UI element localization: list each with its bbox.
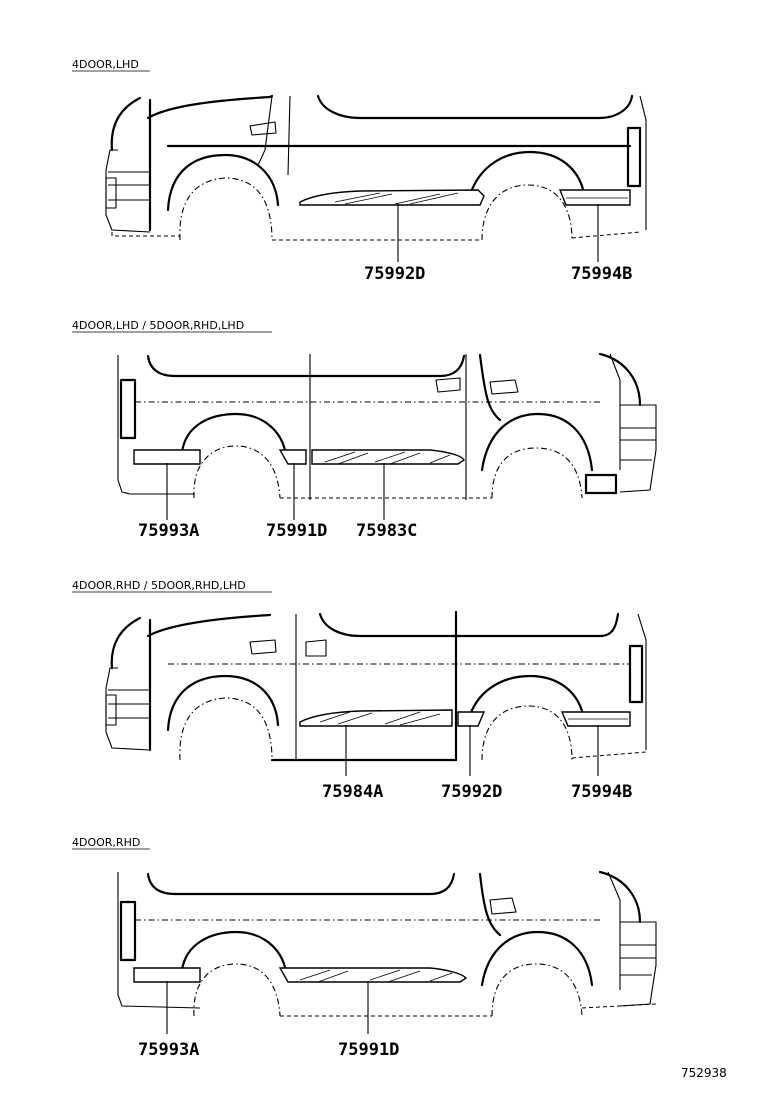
part-label-75992D-1[interactable]: 75992D xyxy=(364,264,425,284)
part-label-75984A-3[interactable]: 75984A xyxy=(322,782,383,802)
section-1-title: 4DOOR,LHD xyxy=(72,58,139,71)
section-2: 4DOOR,LHD / 5DOOR,RHD,LHD xyxy=(72,319,657,541)
van-side-view-3 xyxy=(105,610,647,762)
part-label-75993A-4[interactable]: 75993A xyxy=(138,1040,199,1060)
van-side-view-1 xyxy=(105,94,647,241)
diagram-reference-code: 752938 xyxy=(681,1066,727,1080)
part-label-75993A-2[interactable]: 75993A xyxy=(138,521,199,541)
section-3: 4DOOR,RHD / 5DOOR,RHD,LHD xyxy=(72,579,647,802)
part-label-75992D-3[interactable]: 75992D xyxy=(441,782,502,802)
part-label-75994B-1[interactable]: 75994B xyxy=(571,264,632,284)
part-label-75994B-3[interactable]: 75994B xyxy=(571,782,632,802)
part-label-75991D-2[interactable]: 75991D xyxy=(266,521,327,541)
part-label-75983C-2[interactable]: 75983C xyxy=(356,521,417,541)
section-1: 4DOOR,LHD xyxy=(72,58,647,284)
section-4: 4DOOR,RHD xyxy=(72,836,657,1060)
section-3-title: 4DOOR,RHD / 5DOOR,RHD,LHD xyxy=(72,579,246,592)
section-4-title: 4DOOR,RHD xyxy=(72,836,140,849)
van-side-view-2 xyxy=(117,352,657,500)
part-label-75991D-4[interactable]: 75991D xyxy=(338,1040,399,1060)
van-side-view-4 xyxy=(117,870,657,1017)
section-2-title: 4DOOR,LHD / 5DOOR,RHD,LHD xyxy=(72,319,244,332)
